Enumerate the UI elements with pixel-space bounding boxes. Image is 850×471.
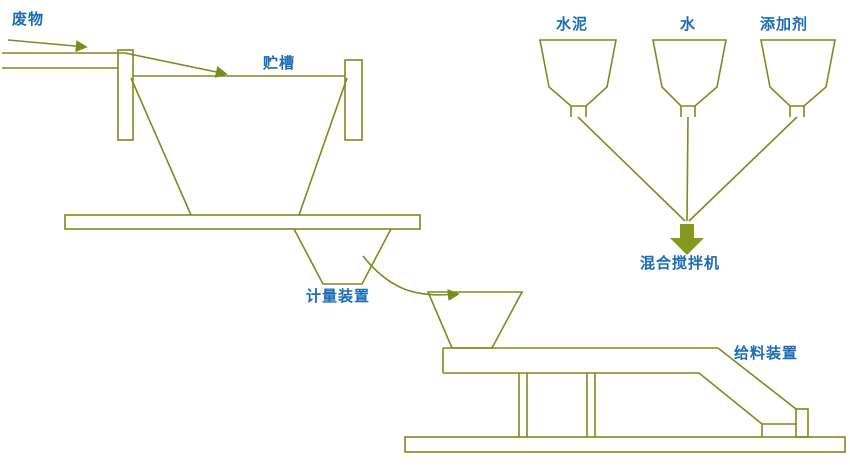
mixer-down-arrow — [670, 224, 704, 255]
tank-right-wall — [298, 77, 348, 216]
label-cement: 水泥 — [556, 15, 589, 33]
label-waste: 废物 — [12, 10, 45, 28]
conveyor-top — [443, 347, 797, 410]
label-feeding-device: 给料装置 — [734, 344, 799, 362]
feeding-conveyor — [442, 347, 809, 438]
receiving-hopper — [426, 291, 524, 349]
label-metering-device: 计量装置 — [306, 287, 371, 305]
chute-top-line — [2, 52, 228, 78]
convergence-lines — [577, 116, 798, 222]
additive-hopper-body — [760, 39, 836, 107]
additive-hopper — [760, 39, 836, 117]
tank-left-beam — [117, 49, 134, 141]
platform — [64, 214, 421, 230]
label-additive: 添加剂 — [760, 15, 809, 33]
conveyor-bottom — [443, 372, 763, 437]
cement-hopper — [539, 39, 617, 117]
conveyor-legs — [518, 373, 596, 437]
tank-left-wall — [130, 77, 192, 216]
additive-hopper-spout — [789, 106, 805, 117]
label-mixer: 混合搅拌机 — [640, 254, 721, 272]
waste-feed-chute — [2, 39, 228, 78]
label-storage-tank: 贮槽 — [263, 54, 296, 72]
waste-arrow — [7, 39, 88, 53]
base-plate — [404, 436, 846, 453]
transfer-arrow — [362, 255, 460, 301]
water-hopper-spout — [680, 106, 696, 117]
cement-hopper-spout — [570, 106, 587, 117]
cement-hopper-body — [539, 39, 617, 107]
label-water: 水 — [680, 15, 697, 33]
storage-tank — [117, 49, 363, 216]
water-hopper-body — [652, 39, 727, 107]
tank-right-beam — [344, 59, 363, 141]
conveyor-end-post — [795, 408, 809, 438]
metering-funnel — [293, 228, 392, 285]
water-hopper — [652, 39, 727, 117]
